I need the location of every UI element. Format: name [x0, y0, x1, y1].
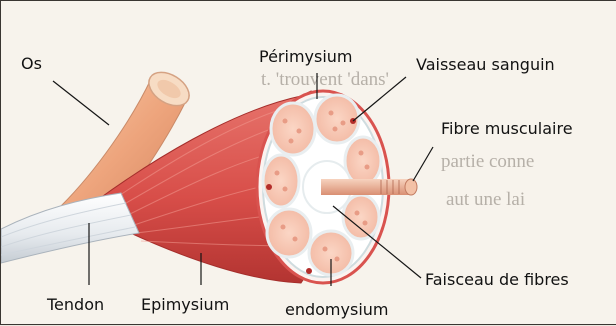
label-vaisseau-sanguin: Vaisseau sanguin [416, 57, 555, 73]
fascicle [263, 155, 299, 207]
label-fibre-musculaire: Fibre musculaire [441, 121, 573, 137]
label-tendon: Tendon [47, 297, 104, 313]
label-endomysium: endomysium [285, 302, 389, 318]
label-perimysium: Périmysium [259, 49, 353, 65]
fascicle [343, 195, 379, 239]
label-epimysium: Epimysium [141, 297, 229, 313]
label-faisceau-de-fibres: Faisceau de fibres [425, 272, 569, 288]
muscle-fibre [321, 179, 417, 195]
fascicle [267, 209, 311, 257]
label-os: Os [21, 56, 42, 72]
fascicle [271, 103, 315, 155]
